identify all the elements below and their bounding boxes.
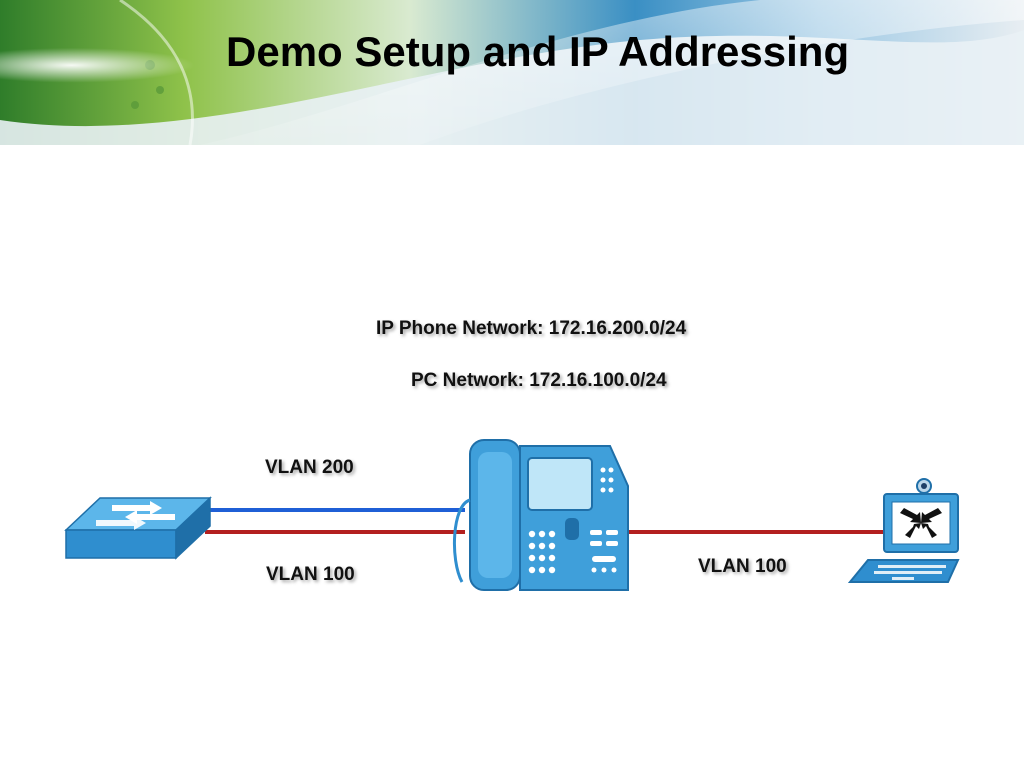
vlan100-switch-label: VLAN 100 <box>266 564 355 585</box>
banner-graphic <box>0 0 1024 145</box>
ip-phone-icon <box>452 439 629 591</box>
laptop-icon <box>847 478 960 583</box>
network-diagram <box>64 439 960 591</box>
vlan200-label: VLAN 200 <box>265 457 354 478</box>
header-banner: Demo Setup and IP Addressing <box>0 0 1024 145</box>
pc-network-label: PC Network: 172.16.100.0/24 <box>411 370 667 391</box>
ip-phone-network-label: IP Phone Network: 172.16.200.0/24 <box>376 318 687 339</box>
collaboration-arrows-icon <box>900 508 942 538</box>
vlan100-laptop-label: VLAN 100 <box>698 556 787 577</box>
slide-title: Demo Setup and IP Addressing <box>226 28 850 75</box>
switch-icon <box>64 496 212 560</box>
